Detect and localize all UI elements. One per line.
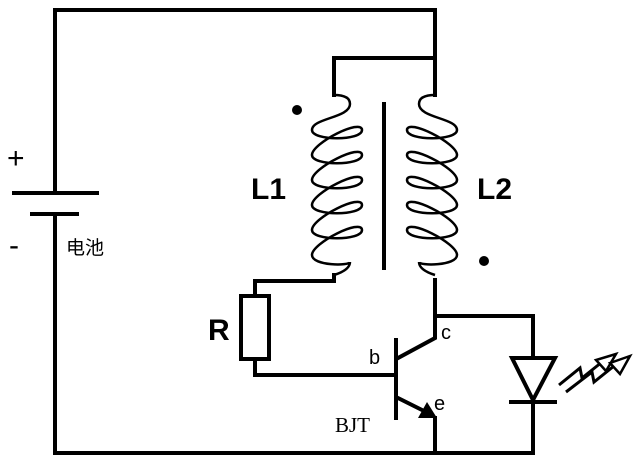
wire-battery-bottom <box>53 212 535 455</box>
transistor-emitter-lead <box>395 395 429 415</box>
led-light-arrow-2 <box>565 364 615 394</box>
transistor-collector-lead <box>395 278 437 361</box>
wire-collector-to-led <box>433 314 535 359</box>
battery-label: 电池 <box>66 237 104 259</box>
led-triangle <box>508 356 559 405</box>
transistor-bjt <box>394 278 437 455</box>
transistor-base-label: b <box>369 347 380 369</box>
led-light-arrowhead-2 <box>607 353 633 377</box>
transistor-emitter-label: e <box>434 393 445 415</box>
coil-l1-polarity-dot <box>292 105 302 115</box>
wire-resistor-to-base <box>253 357 396 377</box>
led-light-arrow <box>558 360 603 387</box>
coil-l2-winding <box>405 93 459 277</box>
wire-battery-top <box>53 8 437 193</box>
transistor-emitter-arrow <box>418 402 437 418</box>
coil-l1-label: L1 <box>251 173 286 206</box>
coil-l2 <box>405 93 459 277</box>
battery-plus-sign: + <box>7 142 25 175</box>
coil-l2-label: L2 <box>477 173 512 206</box>
wire-l1-to-resistor <box>253 273 336 298</box>
transistor-collector-label: c <box>441 322 451 344</box>
transistor-label: BJT <box>335 413 370 437</box>
coil-l1-winding <box>310 93 364 277</box>
battery-minus-sign: - <box>9 229 19 262</box>
wire-coil-top-bridge <box>332 56 437 97</box>
coil-l1 <box>310 93 364 277</box>
led <box>508 351 633 455</box>
resistor-label: R <box>208 314 230 347</box>
resistor-body <box>239 294 271 361</box>
coil-l2-polarity-dot <box>479 256 489 266</box>
